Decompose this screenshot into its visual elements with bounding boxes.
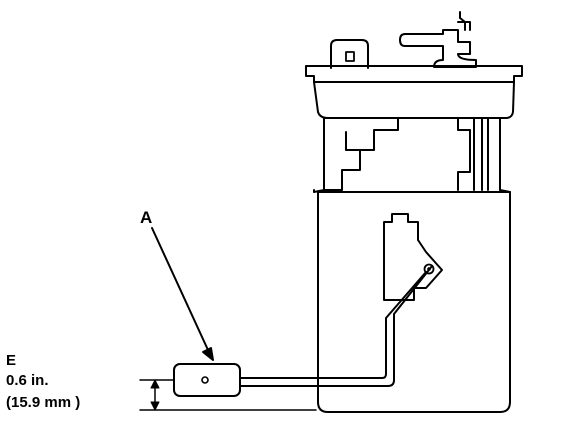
fuel-outlet-pipe [399,29,477,68]
outlet-pipe-slot [457,21,471,31]
callout-a-arrowhead [202,347,214,361]
support-column-left [323,117,399,191]
fuel-float [173,363,241,397]
dimension-label-e: E [6,352,17,369]
dimension-value-inches: 0.6 in. [6,372,49,389]
dimension-value-mm: (15.9 mm ) [6,394,81,411]
support-column-right [473,117,501,191]
connector-pin [345,51,355,62]
bracket-right [457,117,471,191]
float-screw [201,376,209,384]
callout-label-a: A [140,208,153,227]
upper-housing [313,81,515,119]
callout-a-leader [151,227,209,351]
fuel-level-sender [383,213,443,301]
support-column-inner [345,131,361,151]
dimension-arrow-top [150,379,160,389]
pump-reservoir [317,191,511,413]
float-arm-pivot [423,263,435,275]
float-arm-inner [239,271,427,379]
float-arm-outer [239,265,433,387]
dimension-arrow-bottom [150,401,160,411]
outlet-pipe-nipple [459,11,466,31]
connector-block [330,39,369,69]
pump-flange [305,65,523,83]
